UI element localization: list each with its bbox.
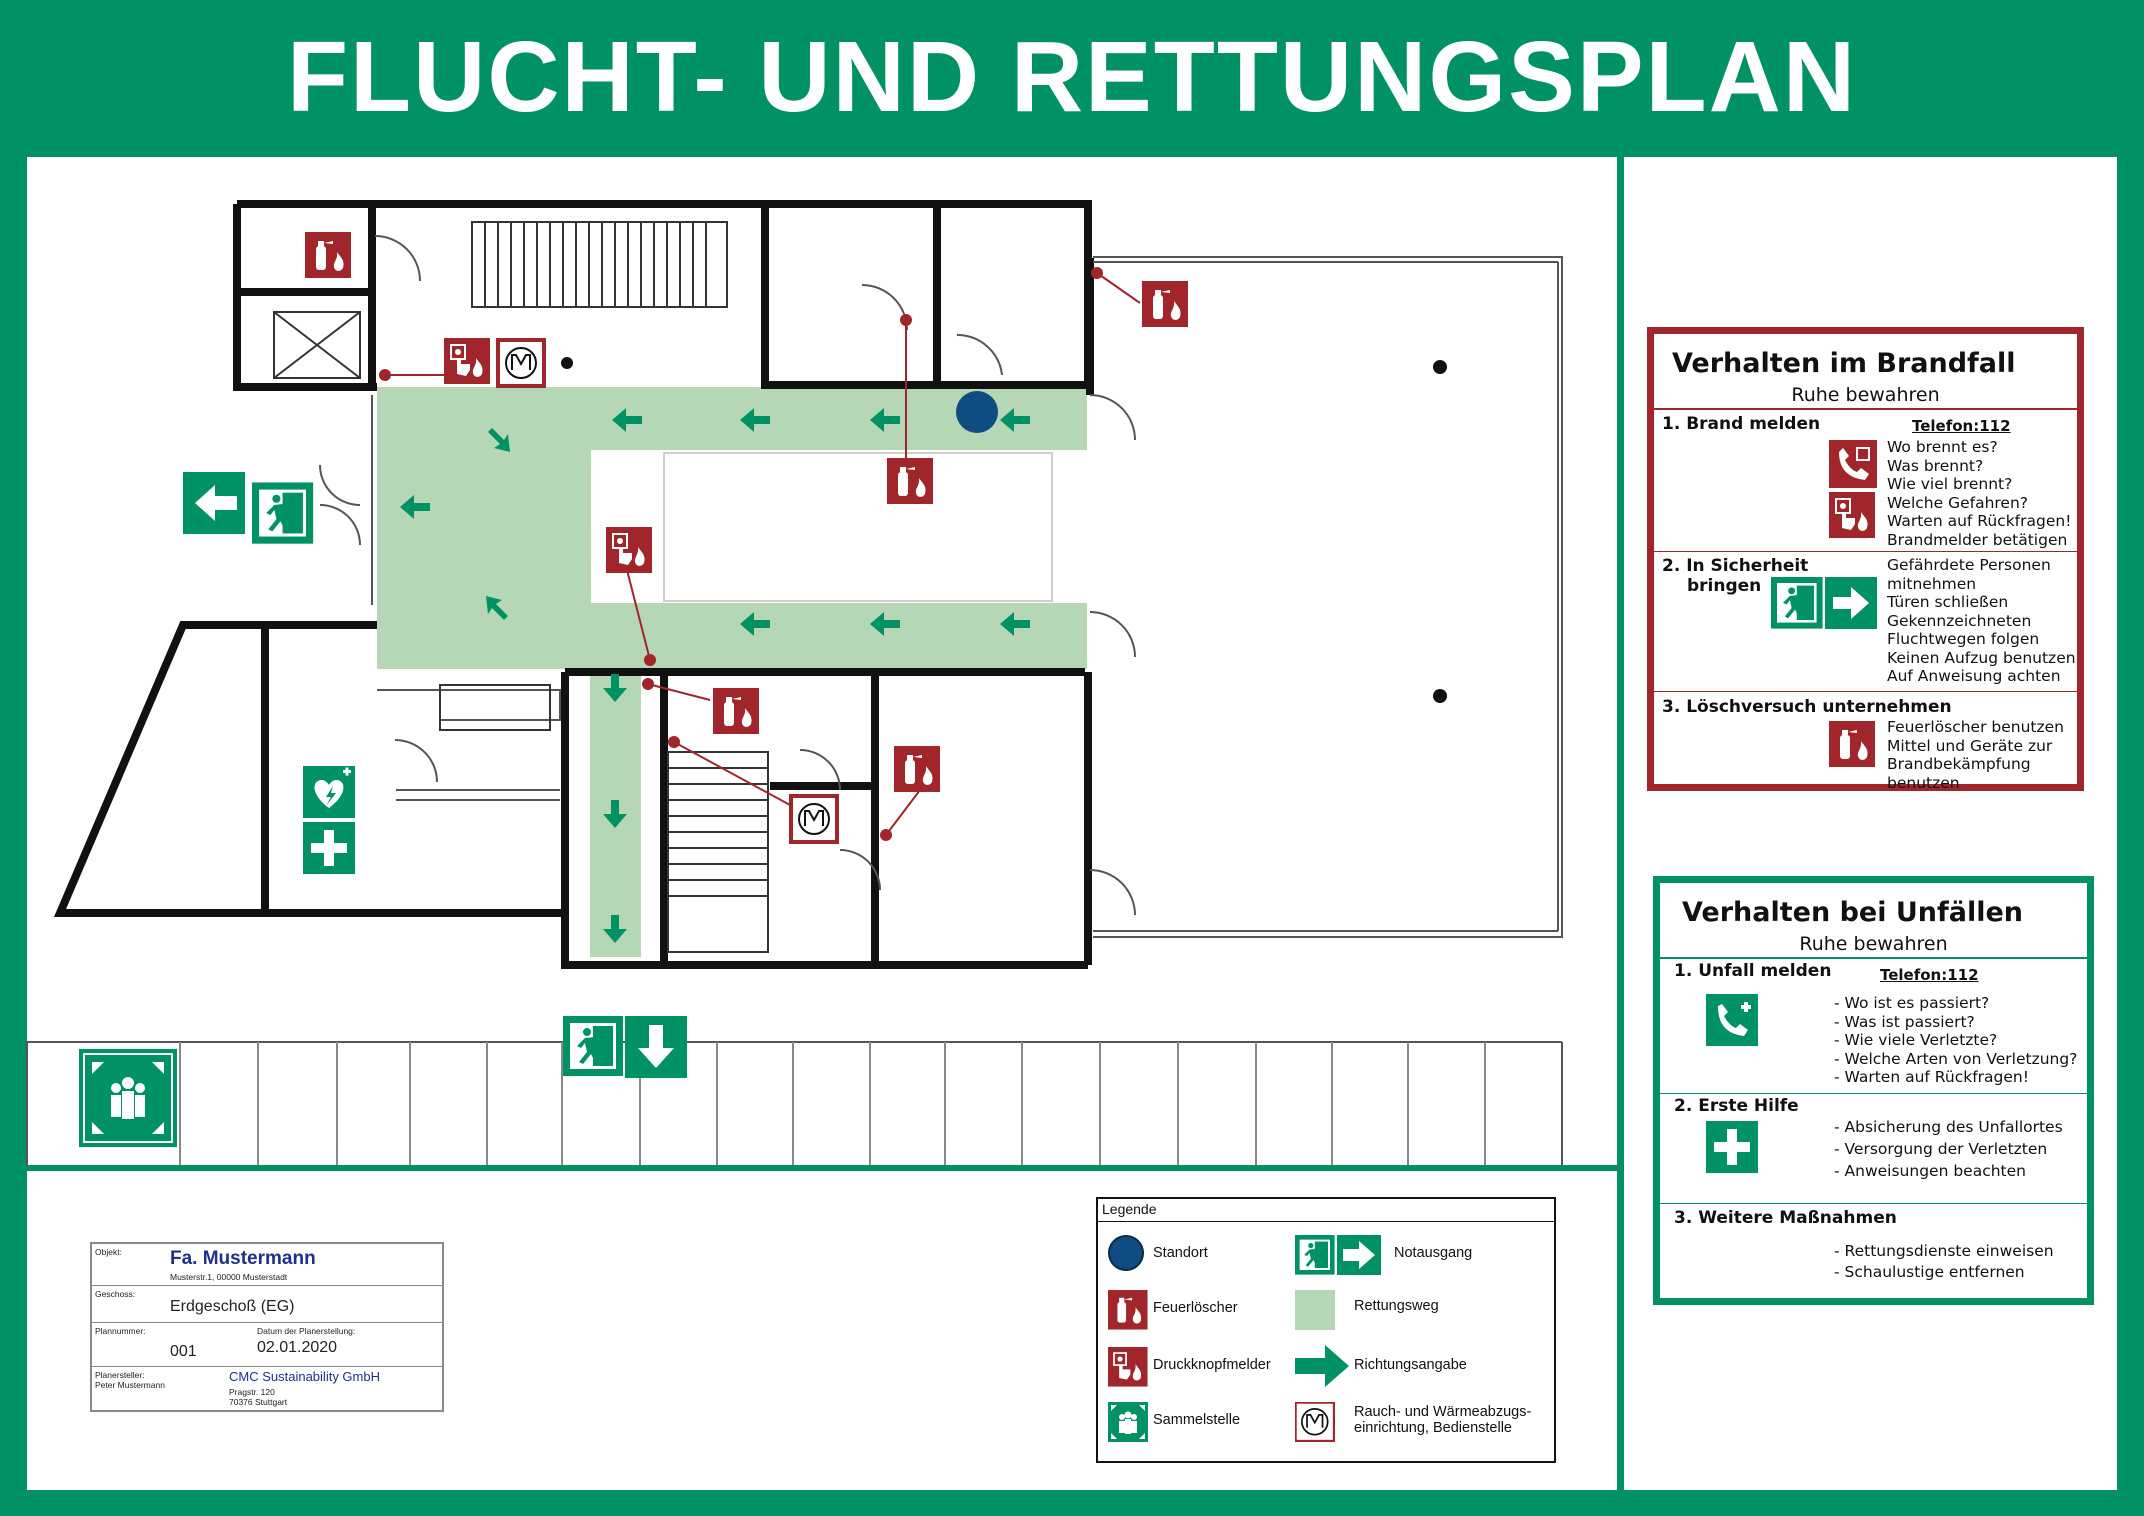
elevator: [273, 311, 361, 379]
brandfall-subheading: Ruhe bewahren: [1791, 384, 1940, 406]
first-aid-icon: [303, 822, 355, 874]
columns: [561, 357, 1447, 703]
aed-icon: [303, 766, 355, 818]
unfall-step3: 3. Weitere Maßnahmen: [1674, 1208, 1897, 1228]
legend-standort-icon: [1108, 1235, 1144, 1271]
thin-walls: [26, 256, 1563, 1167]
doors: [319, 235, 1136, 916]
exit-sign-left: [183, 472, 314, 544]
titleblock: Objekt: Fa. Mustermann Musterstr.1, 0000…: [90, 1242, 444, 1412]
brandfall-step2-lines: Gefährdete Personen mitnehmen Türen schl…: [1887, 556, 2076, 685]
legend-sammelstelle-icon: [1108, 1402, 1148, 1442]
standort-marker: [956, 391, 998, 433]
brandfall-sep3: [1654, 691, 2077, 692]
leader-dots: [379, 267, 1103, 841]
legend-notausgang-icon: [1295, 1235, 1381, 1275]
legend-feuerloescher-icon: [1108, 1290, 1148, 1330]
unfall-sep2: [1660, 1093, 2087, 1094]
legend-druckknopf-icon: [1107, 1346, 1149, 1388]
legend-rettungsweg-icon: [1295, 1290, 1335, 1330]
legend-title-rule: [1098, 1221, 1554, 1222]
unfall-step1-lines: - Wo ist es passiert? - Was ist passiert…: [1834, 994, 2078, 1086]
walls: [53, 200, 1094, 969]
divider: [27, 1165, 1617, 1171]
assembly-point-icon: [79, 1049, 177, 1147]
brandfall-sep2: [1654, 551, 2077, 552]
brandfall-extinguisher-icon: [1829, 721, 1877, 769]
brandfall-step1-lines: Wo brennt es? Was brennt? Wie viel brenn…: [1887, 438, 2072, 549]
tb-row4: Planersteller: Peter Mustermann CMC Sust…: [95, 1369, 380, 1407]
legend: Legende Standort Notausgang Feuerlöscher…: [1096, 1197, 1556, 1463]
parking-lines: [179, 1042, 1486, 1167]
legend-title: Legende: [1102, 1201, 1157, 1217]
brandfall-step3-lines: Feuerlöscher benutzen Mittel und Geräte …: [1887, 718, 2064, 792]
unfall-box: Verhalten bei Unfällen Ruhe bewahren 1. …: [1653, 876, 2094, 1305]
brandfall-sep1: [1654, 408, 2077, 410]
brandfall-exit-icon: [1771, 577, 1877, 629]
unfall-step3-lines: - Rettungsdienste einweisen - Schaulusti…: [1834, 1242, 2054, 1281]
desk: [439, 684, 551, 731]
plan-title: FLUCHT- UND RETTUNGSPLAN: [286, 21, 1858, 133]
legend-rwa-icon: [1293, 1400, 1337, 1444]
brandfall-step1: 1. Brand melden: [1662, 414, 1821, 434]
brandfall-phone-icon: [1829, 440, 1877, 488]
staircase-bottom: [667, 751, 769, 953]
unfall-sep3: [1660, 1203, 2087, 1204]
brandfall-step3: 3. Löschversuch unternehmen: [1662, 697, 1952, 717]
brandfall-telefon: Telefon:112: [1912, 417, 2011, 435]
brandfall-pushbutton-icon: [1828, 491, 1877, 540]
staircase-top: [471, 221, 728, 308]
unfall-step2: 2. Erste Hilfe: [1674, 1096, 1799, 1116]
tb-row3: Plannummer: 001 Datum der Planerstellung…: [92, 1323, 442, 1367]
exit-sign-bottom: [563, 1016, 687, 1078]
brandfall-box: Verhalten im Brandfall Ruhe bewahren 1. …: [1647, 327, 2084, 792]
tb-firma: Fa. Mustermann: [170, 1248, 316, 1269]
tb-row1: Objekt: Fa. Mustermann Musterstr.1, 0000…: [92, 1244, 442, 1286]
unfall-phone-icon: [1706, 994, 1758, 1046]
brandfall-heading: Verhalten im Brandfall: [1672, 348, 2016, 379]
legend-richtung-icon: [1295, 1343, 1351, 1389]
leader-lines: [387, 272, 1141, 836]
atrium: [663, 452, 1053, 602]
brandfall-step2: 2. In Sicherheit bringen: [1662, 556, 1809, 596]
unfall-subheading: Ruhe bewahren: [1799, 933, 1948, 955]
tb-row2: Geschoss: Erdgeschoß (EG): [92, 1286, 442, 1323]
unfall-telefon: Telefon:112: [1880, 966, 1979, 984]
unfall-firstaid-icon: [1706, 1121, 1758, 1173]
unfall-step1: 1. Unfall melden: [1674, 961, 1832, 981]
unfall-step2-lines: - Absicherung des Unfallortes - Versorgu…: [1834, 1118, 2063, 1180]
unfall-heading: Verhalten bei Unfällen: [1682, 897, 2024, 928]
unfall-sep1: [1660, 957, 2087, 959]
